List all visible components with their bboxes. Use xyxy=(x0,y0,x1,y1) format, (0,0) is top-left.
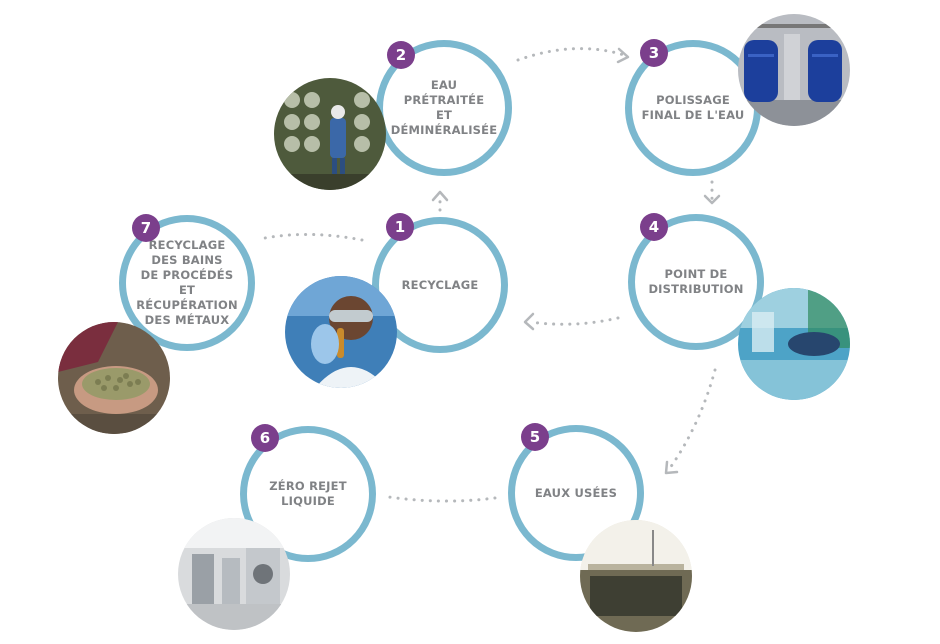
arrowhead-4-to-5 xyxy=(664,460,679,475)
metal-pellets-icon xyxy=(58,322,170,434)
step-label: EAUX USÉES xyxy=(534,485,618,500)
step-badge: 1 xyxy=(386,213,414,241)
arrow-2-to-3 xyxy=(516,47,626,62)
step-label: RECYCLAGE DES BAINS DE PROCÉDÉS ET RÉCUP… xyxy=(136,238,238,327)
step-badge: 6 xyxy=(251,424,279,452)
arrow-4-to-1 xyxy=(528,316,620,326)
step-badge: 7 xyxy=(132,214,160,242)
step-badge: 3 xyxy=(640,39,668,67)
treatment-basin-icon xyxy=(580,520,692,632)
arrowhead-2-to-3 xyxy=(616,47,630,64)
scientist-test-tube-icon xyxy=(285,276,397,388)
step-badge: 5 xyxy=(521,423,549,451)
arrowhead-1-to-2 xyxy=(431,190,449,202)
arrowhead-3-to-4 xyxy=(703,194,721,205)
industrial-hall-icon xyxy=(178,518,290,630)
arrowhead-4-to-1 xyxy=(523,312,535,331)
step-label: ZÉRO REJET LIQUIDE xyxy=(269,479,347,508)
arrow-4-to-5 xyxy=(668,368,717,470)
membrane-plant-worker-icon xyxy=(274,78,386,190)
arrow-1-to-7 xyxy=(263,232,364,242)
blue-tanks-icon xyxy=(738,14,850,126)
step-badge: 4 xyxy=(640,213,668,241)
arrow-5-to-6 xyxy=(380,494,497,503)
step-label: POLISSAGE FINAL DE L'EAU xyxy=(641,93,745,122)
step-label: RECYCLAGE xyxy=(401,277,479,292)
step-badge: 2 xyxy=(387,41,415,69)
wafer-lab-icon xyxy=(738,288,850,400)
step-label: POINT DE DISTRIBUTION xyxy=(648,267,744,296)
step-label: EAU PRÉTRAITÉE ET DÉMINÉRALISÉE xyxy=(390,78,498,137)
